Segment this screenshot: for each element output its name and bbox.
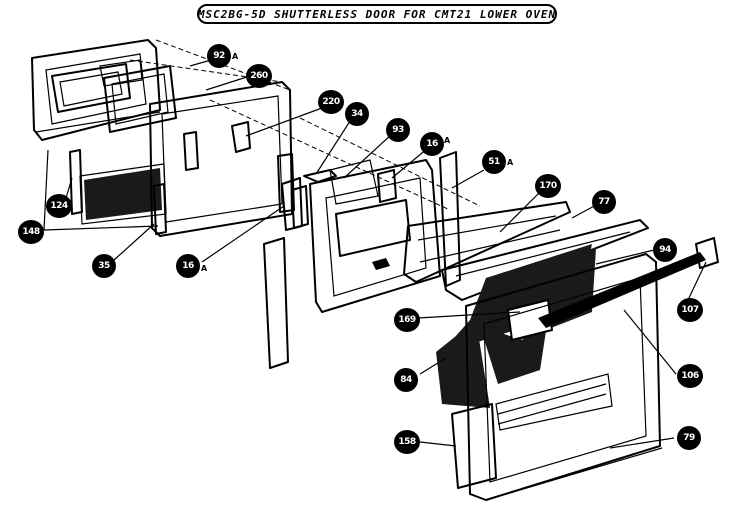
heat-shield bbox=[403, 201, 571, 283]
callout-label: 220 bbox=[322, 97, 340, 107]
callout-148: 148 bbox=[18, 220, 44, 244]
callout-106: 106 bbox=[677, 364, 703, 388]
glass-pack bbox=[79, 65, 177, 225]
callout-suffix: A bbox=[201, 264, 208, 273]
callout-label: 170 bbox=[539, 181, 557, 191]
callout-158: 158 bbox=[394, 430, 420, 454]
callout-label: 124 bbox=[50, 201, 68, 211]
door-liner-panel bbox=[149, 81, 295, 237]
side-strip bbox=[69, 149, 83, 215]
callout-label: 93 bbox=[392, 125, 404, 135]
callout-label: 84 bbox=[400, 375, 412, 385]
hinge-bracket bbox=[695, 237, 719, 269]
baffle-panel bbox=[309, 159, 441, 313]
callout-93: 93 bbox=[386, 118, 410, 142]
callout-suffix: A bbox=[444, 136, 451, 145]
callout-label: 106 bbox=[681, 371, 699, 381]
diagram-title-box: MSC2BG-5D SHUTTERLESS DOOR FOR CMT21 LOW… bbox=[197, 4, 557, 24]
callout-label: 107 bbox=[681, 305, 699, 315]
callout-label: 92 bbox=[213, 51, 225, 61]
callout-label: 34 bbox=[351, 109, 363, 119]
diagram-title: MSC2BG-5D SHUTTERLESS DOOR FOR CMT21 LOW… bbox=[197, 7, 557, 21]
callout-label: 16 bbox=[426, 139, 438, 149]
callout-107: 107 bbox=[677, 298, 703, 322]
callout-79: 79 bbox=[677, 426, 701, 450]
side-bracket bbox=[439, 151, 461, 287]
vertical-trim bbox=[263, 237, 289, 369]
callout-label: 148 bbox=[22, 227, 40, 237]
callout-label: 79 bbox=[683, 433, 695, 443]
callout-label: 158 bbox=[398, 437, 416, 447]
door-hinge-block bbox=[507, 299, 553, 341]
door-handle bbox=[538, 252, 706, 328]
lower-trim-panel bbox=[451, 403, 497, 489]
callout-92a: 92 bbox=[207, 44, 231, 68]
callout-suffix: A bbox=[232, 52, 239, 61]
callout-77: 77 bbox=[592, 190, 616, 214]
inner-door-frame bbox=[31, 39, 161, 141]
callout-169: 169 bbox=[394, 308, 420, 332]
callout-16a-top: 16 bbox=[420, 132, 444, 156]
callout-label: 94 bbox=[659, 245, 671, 255]
callout-34: 34 bbox=[345, 102, 369, 126]
callout-170: 170 bbox=[535, 174, 561, 198]
callout-35: 35 bbox=[92, 254, 116, 278]
callout-260: 260 bbox=[246, 64, 272, 88]
callout-124: 124 bbox=[46, 194, 72, 218]
callout-suffix: A bbox=[507, 158, 514, 167]
callout-label: 16 bbox=[182, 261, 194, 271]
callout-51a: 51 bbox=[482, 150, 506, 174]
outer-door-frame bbox=[465, 253, 663, 501]
callout-label: 77 bbox=[598, 197, 610, 207]
callout-label: 260 bbox=[250, 71, 268, 81]
callout-label: 51 bbox=[488, 157, 500, 167]
callout-84: 84 bbox=[394, 368, 418, 392]
callout-label: 169 bbox=[398, 315, 416, 325]
callout-label: 35 bbox=[98, 261, 110, 271]
callout-16a-bottom: 16 bbox=[176, 254, 200, 278]
callout-94-right: 94 bbox=[653, 238, 677, 262]
callout-220: 220 bbox=[318, 90, 344, 114]
side-channel bbox=[281, 169, 337, 231]
